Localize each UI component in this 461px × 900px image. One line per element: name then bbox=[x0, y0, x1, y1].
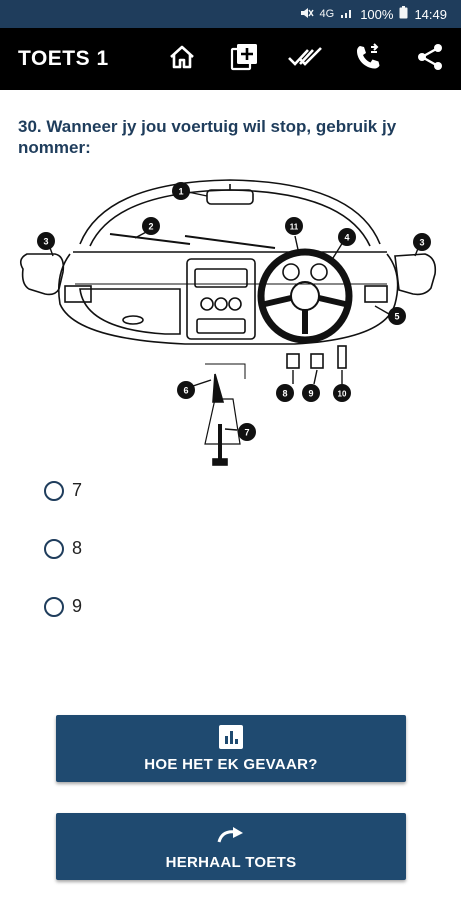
svg-text:10: 10 bbox=[338, 390, 347, 399]
retry-test-button[interactable]: HERHAAL TOETS bbox=[56, 813, 406, 880]
callout-6: 6 bbox=[177, 379, 212, 399]
callout-4: 4 bbox=[332, 228, 356, 259]
answer-option-9[interactable]: 9 bbox=[44, 596, 82, 617]
home-icon bbox=[168, 44, 196, 75]
phone-forward-icon bbox=[354, 42, 382, 76]
callout-3-left: 3 bbox=[37, 232, 55, 257]
home-button[interactable] bbox=[151, 28, 213, 90]
svg-text:5: 5 bbox=[394, 312, 399, 322]
progress-button-label: HOE HET EK GEVAAR? bbox=[144, 756, 318, 773]
share-icon bbox=[416, 43, 444, 76]
radio-button[interactable] bbox=[44, 480, 64, 501]
share-button[interactable] bbox=[399, 28, 461, 90]
progress-button[interactable]: HOE HET EK GEVAAR? bbox=[56, 715, 406, 782]
callout-8: 8 bbox=[276, 370, 294, 402]
svg-text:1: 1 bbox=[178, 187, 183, 197]
done-all-icon bbox=[288, 46, 324, 73]
svg-text:7: 7 bbox=[244, 428, 249, 438]
status-bar: 4G 100% 14:49 bbox=[0, 0, 461, 28]
app-actions bbox=[151, 28, 461, 90]
svg-text:4: 4 bbox=[344, 233, 349, 243]
radio-button[interactable] bbox=[44, 538, 64, 559]
clock: 14:49 bbox=[414, 6, 447, 22]
svg-text:3: 3 bbox=[419, 238, 424, 248]
callout-5: 5 bbox=[374, 305, 406, 325]
radio-button[interactable] bbox=[44, 596, 64, 617]
bar-chart-icon bbox=[219, 724, 243, 750]
add-box-icon bbox=[230, 43, 258, 76]
svg-text:8: 8 bbox=[282, 389, 287, 399]
svg-text:9: 9 bbox=[308, 389, 313, 399]
callout-11: 11 bbox=[285, 217, 303, 255]
battery-level: 100% bbox=[360, 6, 394, 22]
callout-9: 9 bbox=[302, 369, 320, 402]
callout-10: 10 bbox=[333, 370, 351, 402]
question-text: 30. Wanneer jy jou voertuig wil stop, ge… bbox=[18, 117, 397, 157]
retry-test-button-label: HERHAAL TOETS bbox=[165, 854, 297, 871]
app-bar: TOETS 1 bbox=[0, 28, 461, 90]
signal-icon bbox=[340, 7, 354, 22]
option-label: 9 bbox=[72, 596, 83, 616]
add-button[interactable] bbox=[213, 28, 275, 90]
battery-icon bbox=[399, 6, 408, 22]
svg-text:3: 3 bbox=[43, 237, 48, 247]
app-title: TOETS 1 bbox=[18, 47, 109, 70]
callout-7: 7 bbox=[224, 423, 256, 441]
svg-text:11: 11 bbox=[290, 223, 299, 232]
mute-icon bbox=[300, 7, 314, 22]
redo-icon bbox=[216, 822, 246, 848]
callout-3-right: 3 bbox=[413, 233, 431, 257]
svg-text:2: 2 bbox=[148, 222, 153, 232]
svg-text:6: 6 bbox=[183, 386, 188, 396]
call-button[interactable] bbox=[337, 28, 399, 90]
option-label: 7 bbox=[72, 480, 83, 500]
callout-2: 2 bbox=[134, 217, 160, 239]
network-icon: 4G bbox=[319, 8, 335, 20]
dashboard-diagram: 1 2 3 3 4 5 6 7 8 9 10 11 bbox=[19, 179, 437, 466]
callout-1: 1 bbox=[172, 182, 208, 200]
answer-option-8[interactable]: 8 bbox=[44, 538, 82, 559]
option-label: 8 bbox=[72, 538, 83, 558]
answer-option-7[interactable]: 7 bbox=[44, 480, 82, 501]
mark-done-button[interactable] bbox=[275, 28, 337, 90]
